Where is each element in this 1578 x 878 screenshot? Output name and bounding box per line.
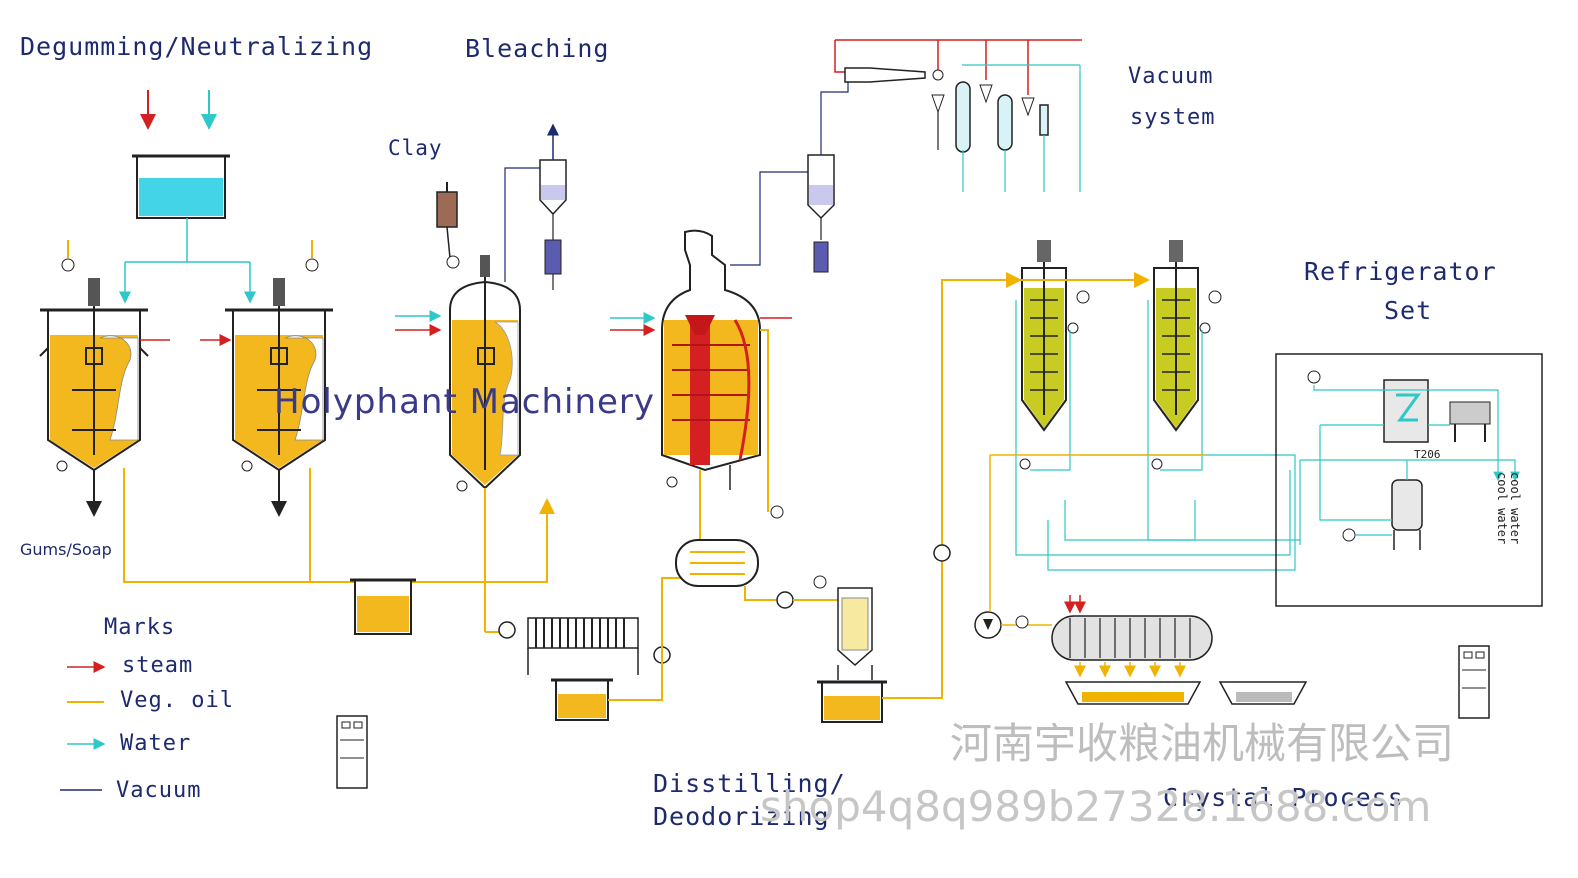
neutralizer-tank-1: [39, 240, 170, 517]
company-watermark-cn: 河南宇收粮油机械有限公司: [950, 719, 1455, 768]
deodorizer-section: [610, 78, 1022, 723]
neutralizer-tank-2: [200, 240, 333, 517]
crystallizer-1: [1021, 240, 1090, 432]
bleaching-title: Bleaching: [465, 34, 610, 63]
company-watermark-en: Holyphant Machinery: [274, 382, 656, 422]
vacuum-title-line2: system: [1130, 105, 1216, 130]
gums-soap-label: Gums/Soap: [20, 540, 112, 559]
cool-water-label-2: cool water: [1495, 472, 1509, 545]
crystal-section: [974, 240, 1308, 705]
distilling-title-line1: Disstilling/: [653, 769, 846, 798]
cool-water-label-1: cool water: [1508, 472, 1522, 545]
bleaching-section: [395, 123, 567, 632]
vacuum-title-line1: Vacuum: [1128, 64, 1214, 89]
degumming-section: [39, 90, 555, 635]
legend-item-steam: steam: [122, 653, 194, 678]
refrigerator-title-line2: Set: [1384, 296, 1433, 325]
refrigerator-set: [1275, 353, 1543, 607]
distilling-title-line2: Deodorizing: [653, 802, 830, 831]
legend-item-vacuum: Vacuum: [116, 778, 202, 803]
refrigerator-title-line1: Refrigerator: [1304, 257, 1497, 286]
shop-url-watermark: shop4q8q989b27328.1688.com: [760, 782, 1432, 831]
crystal-title: Crystal Process: [1163, 783, 1404, 812]
filter-press: [485, 577, 700, 721]
vacuum-system: [834, 39, 1082, 192]
unit-code-label: T206: [1414, 448, 1441, 461]
crystallizer-2: [1153, 240, 1222, 432]
degumming-title: Degumming/Neutralizing: [20, 32, 374, 61]
legend-item-veg-oil: Veg. oil: [120, 688, 234, 713]
control-cabinet-1: [336, 715, 368, 789]
legend-item-water: Water: [120, 731, 192, 756]
legend-title: Marks: [104, 615, 176, 640]
clay-label: Clay: [388, 136, 443, 160]
control-cabinet-2: [1458, 645, 1490, 719]
legend-swatches: [60, 661, 106, 791]
